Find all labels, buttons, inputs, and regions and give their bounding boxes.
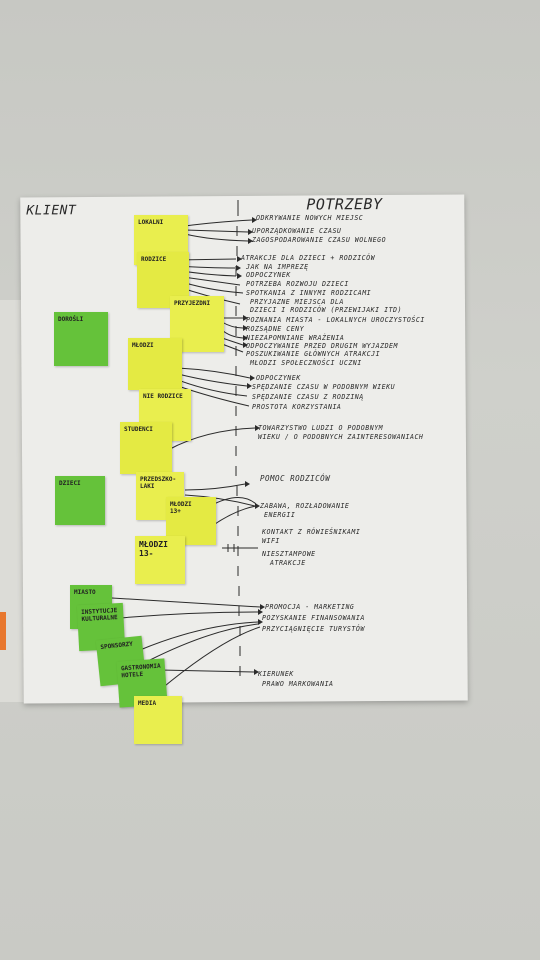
sticky-note-yellow: STUDENCI [120, 422, 172, 474]
sticky-note-green: DOROŚLI [54, 312, 108, 366]
need-item: SPĘDZANIE CZASU W PODOBNYM WIEKU [252, 383, 396, 391]
need-item: DZIECI I RODZICÓW (PRZEWIJAKI ITD) [250, 306, 402, 314]
need-item: WIFI [262, 537, 280, 545]
need-item: PRAWO MARKOWANIA [262, 680, 334, 688]
need-item: ODPOCZYNEK [256, 374, 301, 382]
need-item: POTRZEBA ROZWOJU DZIECI [246, 280, 349, 288]
need-item: SPĘDZANIE CZASU Z RODZINĄ [252, 393, 364, 401]
sticky-label: RODZICE [141, 256, 167, 263]
need-item: PRZYCIĄGNIĘCIE TURYSTÓW [262, 625, 365, 633]
need-item: NIESZTAMPOWE [262, 550, 316, 558]
need-item: ROZSĄDNE CENY [246, 325, 305, 333]
sticky-label: MEDIA [138, 700, 157, 707]
need-item: POZYSKANIE FINANSOWANIA [262, 614, 365, 622]
sticky-label: NIE RODZICE [143, 393, 183, 400]
sticky-note-green: DZIECI [55, 476, 105, 525]
need-item: ODPOCZYNEK [246, 271, 291, 279]
sticky-note-yellow: MEDIA [134, 696, 182, 744]
sticky-label: MIASTO [74, 589, 96, 596]
need-item: PROSTOTA KORZYSTANIA [252, 403, 342, 411]
sticky-note-yellow: MŁODZI [128, 338, 182, 390]
need-item: ZABAWA, ROZŁADOWANIE [260, 502, 350, 510]
sticky-note-yellow: MŁODZI 13- [135, 536, 185, 584]
need-item: ATRAKCJE [270, 559, 306, 567]
need-item: ENERGII [264, 511, 296, 519]
need-item: SPOTKANIA Z INNYMI RODZICAMI [246, 289, 372, 297]
need-item: KIERUNEK [258, 670, 294, 678]
need-item: WIEKU / O PODOBNYCH ZAINTERESOWANIACH [258, 433, 424, 441]
need-item: KONTAKT Z RÓWIEŚNIKAMI [262, 528, 361, 536]
need-item: MŁODZI SPOŁECZNOŚCI UCZNI [250, 359, 362, 367]
sticky-label: MŁODZI [132, 342, 154, 349]
need-item: UPORZĄDKOWANIE CZASU [252, 227, 342, 235]
need-item: ATRAKCJE DLA DZIECI + RODZICÓW [241, 254, 376, 262]
sticky-label: MŁODZI 13- [139, 540, 168, 558]
sticky-label: PRZEDSZKO- LAKI [140, 476, 177, 490]
sticky-label: INSTYTUCJE KULTURALNE [81, 607, 118, 624]
sticky-label: MŁODZI 13+ [170, 501, 192, 515]
need-item: JAK NA IMPREZĘ [246, 263, 309, 271]
need-item: POMOC RODZICÓW [260, 474, 331, 483]
need-item: ZAGOSPODAROWANIE CZASU WOLNEGO [252, 236, 387, 244]
need-item: ODPOCZYWANIE PRZED DRUGIM WYJAZDEM [246, 342, 398, 350]
need-item: PROMOCJA - MARKETING [265, 603, 355, 611]
orange-sticky-edge [0, 612, 6, 650]
need-item: ODKRYWANIE NOWYCH MIEJSC [256, 214, 364, 222]
need-item: POZNANIA MIASTA - LOKALNYCH UROCZYSTOŚCI [246, 316, 425, 324]
need-item: TOWARZYSTWO LUDZI O PODOBNYM [258, 424, 384, 432]
need-item: PRZYJAZNE MIEJSCA DLA [250, 298, 344, 306]
sticky-label: PRZYJEZDNI [174, 300, 211, 307]
sticky-label: DZIECI [59, 480, 81, 487]
need-item: POSZUKIWANIE GŁÓWNYCH ATRAKCJI [246, 350, 381, 358]
sticky-note-yellow: PRZEDSZKO- LAKI [136, 472, 184, 520]
sticky-label: SPONSORZY [100, 640, 134, 652]
sticky-label: GASTRONOMIA HOTELE [120, 662, 161, 680]
need-item: NIEZAPOMNIANE WRAŻENIA [246, 334, 345, 342]
sticky-label: LOKALNI [138, 219, 164, 226]
sticky-label: STUDENCI [124, 426, 153, 433]
sticky-label: DOROŚLI [58, 316, 84, 323]
